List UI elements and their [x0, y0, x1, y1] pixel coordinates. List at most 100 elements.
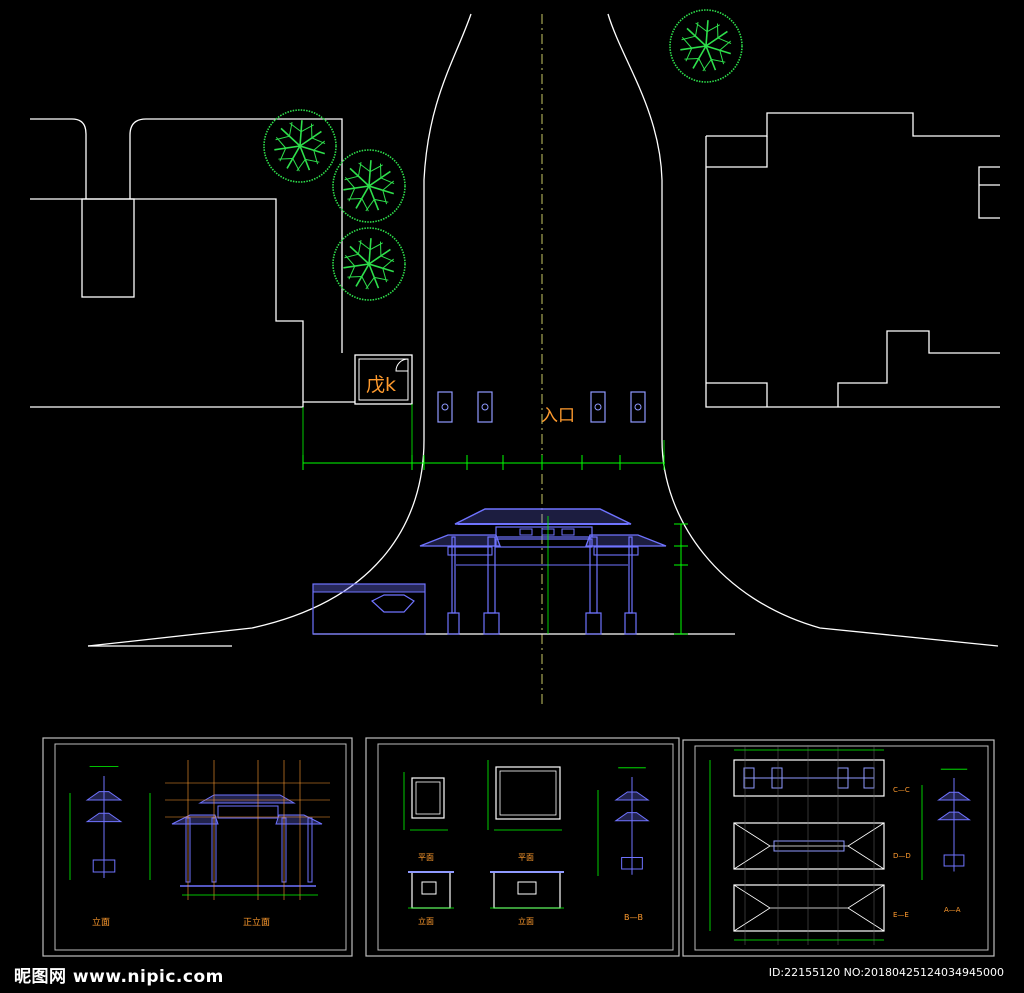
sheet-3-inner [694, 745, 989, 951]
tree-top-right-twig-b4 [681, 35, 696, 41]
tree-top-right-canopy [669, 9, 743, 83]
sheet1-label-elevation: 立面 [92, 916, 110, 928]
building-left [30, 198, 304, 408]
sheet2-elev-small-window [421, 881, 437, 895]
sheet1-label-front-elevation: 正立面 [243, 916, 270, 928]
tree-top-right [669, 9, 743, 83]
road-edge-left [87, 13, 472, 647]
tree-top-right-branch-0 [705, 45, 731, 55]
tree-left-3-branch-0 [368, 263, 394, 273]
sheet2-pavilion-section-roof-top [614, 791, 650, 801]
sheet2-pavilion-section-base [621, 857, 643, 870]
sheet2-label-plan-1: 平面 [418, 853, 434, 862]
plan-cc [733, 759, 885, 797]
tree-left-1-branch-6 [299, 130, 322, 147]
tree-left-1-branch-0 [299, 145, 325, 155]
column-base-4 [624, 612, 637, 635]
sheet3-pavilion-section [937, 768, 971, 872]
sheet2-label-elevation-2: 立面 [518, 916, 534, 926]
tree-left-1-branch-4 [280, 127, 301, 147]
tree-top-right-branch-1 [705, 45, 717, 71]
sheet2-plan-small-inner [415, 781, 441, 815]
tree-top-right-branch-4 [686, 27, 707, 47]
sheet3-pavilion-section-roof-mid [937, 811, 971, 821]
tree-left-2-twig-a6 [380, 177, 395, 185]
tree-left-2-branch-1 [368, 185, 380, 211]
site-details [302, 354, 665, 470]
sheet3-label-section-cc: C—C [893, 786, 910, 794]
sheet1-pavilion-elevation-base [92, 859, 116, 873]
gate-post-dot-3 [594, 403, 602, 411]
front-col-3 [307, 817, 313, 883]
tree-left-2-branch-6 [368, 170, 391, 187]
sheet3-pavilion-section-base [943, 854, 965, 867]
sheet3-label-section-ee: E—E [893, 911, 909, 919]
tree-left-3-branch-5 [368, 238, 372, 265]
tree-left-1-branch-1 [299, 145, 311, 171]
tree-left-1-twig-b1 [305, 158, 320, 163]
column-base-2 [483, 612, 500, 635]
watermark-site: 昵图网 www.nipic.com [14, 967, 224, 987]
sheet2-label-plan-2: 平面 [518, 853, 534, 862]
building-right-top [706, 112, 1000, 137]
building-right-cut [837, 330, 1000, 407]
sheet2-label-section-bb: B—B [624, 913, 643, 922]
building-outlines [30, 112, 1000, 408]
side-wall-cap [312, 583, 426, 593]
beam-panel-0 [519, 528, 533, 536]
tree-top-right-branch-6 [705, 30, 728, 47]
plan-dd [733, 822, 885, 870]
front-beam [217, 805, 279, 819]
gate-post-dot-4 [634, 403, 642, 411]
front-left-roof [171, 814, 219, 825]
tree-top-right-twig-b1 [711, 58, 726, 63]
trees [263, 9, 743, 301]
left-beam [447, 546, 493, 556]
guard-house-inner [358, 358, 409, 401]
road-outline [87, 13, 999, 705]
gate-post-2 [477, 391, 493, 423]
tree-left-3-branch-4 [349, 245, 370, 265]
tree-top-right-branch-3 [680, 45, 707, 51]
tree-left-3-branch-3 [343, 263, 370, 269]
building-right-outline [705, 136, 1000, 408]
tree-left-1-branch-3 [274, 145, 301, 151]
sheet3-plans [709, 745, 885, 945]
tree-left-2-twig-b3 [348, 187, 356, 202]
detail-sheets [42, 737, 995, 957]
tree-top-right-twig-b2 [698, 58, 706, 72]
gate-column-4 [628, 536, 633, 614]
sheet2-elev-large-window [517, 881, 537, 895]
tree-left-3-canopy [332, 227, 406, 301]
gate-post-4 [630, 391, 646, 423]
tree-left-2-branch-3 [343, 185, 370, 191]
tree-left-1 [263, 109, 337, 183]
entrance-label: 入口 [541, 406, 575, 426]
tree-left-2-twig-b5 [358, 162, 371, 173]
tree-left-1-twig-b2 [292, 158, 300, 172]
sheet2-plan-large-inner [499, 770, 557, 816]
sheet2-plan-large [495, 766, 561, 820]
building-right-step [706, 136, 768, 168]
gate-post-3 [590, 391, 606, 423]
tree-left-3-twig-b3 [348, 265, 356, 280]
path-left-top [30, 118, 87, 199]
guard-house-outer [354, 354, 413, 405]
tree-left-2-branch-5 [368, 160, 372, 187]
main-beam-upper [495, 526, 593, 538]
sheet-3-outer [682, 739, 995, 957]
sheet-1-outer [42, 737, 353, 957]
tree-left-1-canopy [263, 109, 337, 183]
tree-top-right-branch-5 [705, 20, 709, 47]
guard-house-door [395, 358, 409, 372]
sheet2-pavilion-section [614, 767, 650, 875]
main-roof [454, 508, 632, 525]
tree-left-3-twig-b2 [361, 276, 369, 290]
plan-ee-hips [733, 884, 885, 932]
right-beam [593, 546, 639, 556]
beam-panel-2 [561, 528, 575, 536]
tree-left-2-twig-b4 [344, 175, 359, 181]
tree-left-3-twig-b5 [358, 240, 371, 251]
column-base-3 [585, 612, 602, 635]
front-right-roof [275, 814, 323, 825]
